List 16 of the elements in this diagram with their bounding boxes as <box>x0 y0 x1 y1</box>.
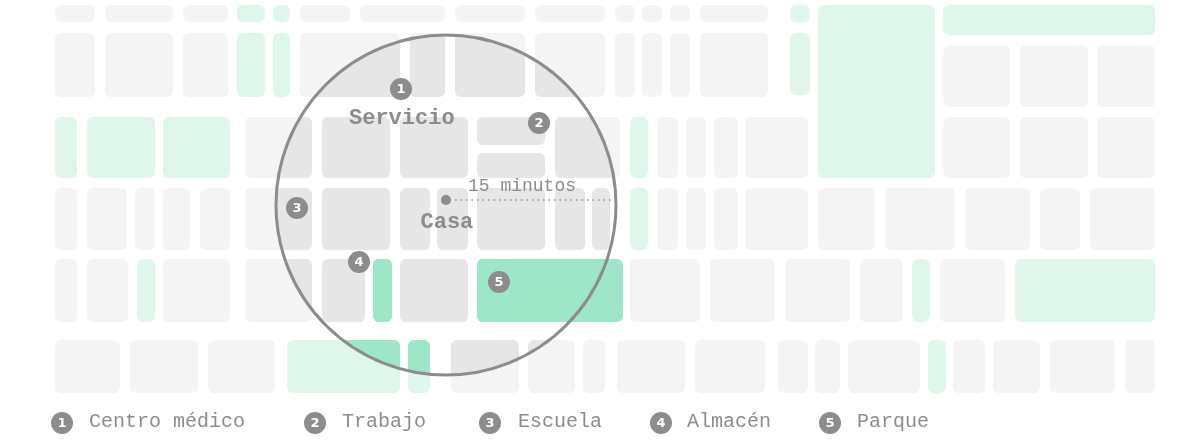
callout-number: 4 <box>348 251 370 273</box>
legend-label: Centro médico <box>89 412 246 432</box>
callout-number: 2 <box>304 412 326 434</box>
legend-label: Escuela <box>518 412 602 432</box>
callout-number: 2 <box>528 112 550 134</box>
callout-number: 4 <box>650 412 672 434</box>
callout-number: 5 <box>819 412 841 434</box>
legend-label: Trabajo <box>342 412 426 432</box>
legend-label: Parque <box>857 412 929 432</box>
callout-number: 3 <box>479 412 501 434</box>
place-label: Servicio <box>349 108 455 130</box>
callout-number: 1 <box>51 412 73 434</box>
place-label: Casa <box>420 212 474 234</box>
distance-label: 15 minutos <box>468 177 577 195</box>
callout-number: 1 <box>390 78 412 100</box>
legend-label: Almacén <box>687 412 771 432</box>
